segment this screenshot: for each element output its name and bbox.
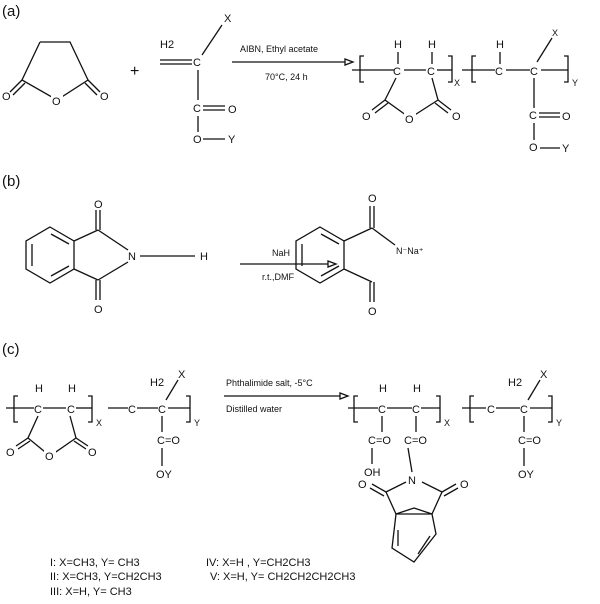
svg-text:C: C [487, 404, 495, 416]
svg-text:O: O [452, 111, 461, 123]
svg-text:Y: Y [572, 78, 578, 88]
svg-text:C: C [193, 103, 201, 115]
copolymer-reactant-c: H C H C X O O O C H2 C X Y C=O OY [6, 369, 200, 481]
svg-text:OY: OY [156, 469, 173, 481]
svg-text:H: H [200, 251, 208, 263]
phthalimide: O O N H [25, 199, 208, 316]
svg-text:X: X [540, 369, 548, 381]
svg-text:C: C [520, 404, 528, 416]
legend-item: III: X=H, Y= CH3 [50, 586, 132, 598]
legend-item: V: X=H, Y= CH2CH2CH2CH3 [210, 571, 356, 583]
svg-text:O: O [52, 96, 61, 108]
svg-text:O: O [193, 134, 202, 146]
acrylate-monomer: H2 C X C O O Y [160, 13, 237, 146]
svg-text:Distilled water: Distilled water [226, 404, 282, 414]
svg-text:H2: H2 [160, 39, 174, 51]
svg-text:70°C, 24 h: 70°C, 24 h [265, 72, 308, 82]
svg-text:C: C [495, 66, 503, 78]
svg-text:C: C [67, 404, 75, 416]
svg-text:Y: Y [556, 418, 562, 428]
svg-text:O: O [358, 479, 367, 491]
svg-text:Y: Y [228, 134, 236, 146]
svg-text:N⁻Na⁺: N⁻Na⁺ [396, 246, 424, 256]
svg-text:Phthalimide salt, -5°C: Phthalimide salt, -5°C [226, 378, 313, 388]
svg-text:H2: H2 [150, 377, 164, 389]
legend-item: IV: X=H , Y=CH2CH3 [206, 557, 311, 569]
svg-text:O: O [368, 193, 377, 205]
svg-text:C=O: C=O [157, 435, 180, 447]
svg-text:Y: Y [562, 143, 570, 155]
svg-text:N: N [408, 475, 416, 487]
svg-text:O: O [562, 111, 571, 123]
panel-c-label: (c) [2, 341, 20, 358]
reaction-arrow-c: Phthalimide salt, -5°C Distilled water [224, 378, 350, 414]
svg-text:C: C [193, 57, 201, 69]
svg-text:X: X [454, 78, 460, 88]
svg-text:C=O: C=O [368, 435, 391, 447]
svg-text:O: O [362, 111, 371, 123]
svg-text:O: O [94, 304, 103, 316]
succinic-anhydride: O O O [2, 41, 109, 108]
svg-text:C: C [412, 404, 420, 416]
svg-text:O: O [2, 91, 11, 103]
panel-b-label: (b) [2, 173, 20, 190]
svg-text:O: O [6, 447, 15, 459]
svg-text:O: O [228, 104, 237, 116]
svg-text:OH: OH [364, 467, 381, 479]
svg-text:H: H [68, 383, 76, 395]
svg-text:X: X [444, 418, 450, 428]
svg-text:X: X [96, 418, 102, 428]
svg-text:O: O [405, 114, 414, 126]
svg-text:O: O [94, 199, 103, 211]
reaction-arrow-a: AIBN, Ethyl acetate 70°C, 24 h [232, 44, 355, 82]
svg-text:AIBN, Ethyl acetate: AIBN, Ethyl acetate [240, 44, 318, 54]
svg-text:C: C [529, 110, 537, 122]
svg-text:O: O [45, 451, 54, 463]
svg-text:C: C [393, 66, 401, 78]
svg-text:H: H [428, 39, 436, 51]
svg-text:r.t.,DMF: r.t.,DMF [262, 272, 294, 282]
svg-text:O: O [529, 142, 538, 154]
phthalimide-grafted-product: H C H C X C=O OH C=O N O O C H2 C X Y C=… [348, 369, 562, 563]
svg-text:H: H [496, 39, 504, 51]
svg-text:C: C [158, 404, 166, 416]
svg-text:NaH: NaH [272, 248, 290, 258]
svg-text:O: O [88, 447, 97, 459]
svg-text:H2: H2 [508, 377, 522, 389]
svg-text:X: X [224, 13, 232, 25]
copolymer-product-a: H C H C X O O O C H C X Y C O O Y [352, 28, 578, 155]
svg-text:H: H [413, 383, 421, 395]
svg-text:C: C [34, 404, 42, 416]
svg-text:C=O: C=O [518, 435, 541, 447]
svg-text:H: H [35, 383, 43, 395]
plus-sign: + [130, 63, 139, 80]
svg-text:Y: Y [194, 418, 200, 428]
svg-text:C: C [378, 404, 386, 416]
svg-text:X: X [178, 369, 186, 381]
svg-text:OY: OY [518, 469, 535, 481]
svg-text:C: C [427, 66, 435, 78]
substituent-legend: I: X=CH3, Y= CH3 II: X=CH3, Y=CH2CH3 III… [50, 557, 356, 598]
svg-text:H: H [394, 39, 402, 51]
legend-item: II: X=CH3, Y=CH2CH3 [50, 571, 162, 583]
legend-item: I: X=CH3, Y= CH3 [50, 557, 140, 569]
svg-text:C=O: C=O [404, 435, 427, 447]
panel-a-label: (a) [2, 3, 20, 20]
svg-text:N: N [128, 251, 136, 263]
svg-text:C: C [530, 66, 538, 78]
svg-text:X: X [552, 28, 558, 38]
svg-text:C: C [128, 404, 136, 416]
svg-text:O: O [368, 306, 377, 318]
svg-text:O: O [460, 479, 469, 491]
svg-text:H: H [379, 383, 387, 395]
phthalimide-sodium-salt: O N⁻Na⁺ O [295, 193, 424, 318]
reaction-arrow-b: NaH r.t.,DMF [240, 248, 338, 282]
svg-text:O: O [100, 91, 109, 103]
